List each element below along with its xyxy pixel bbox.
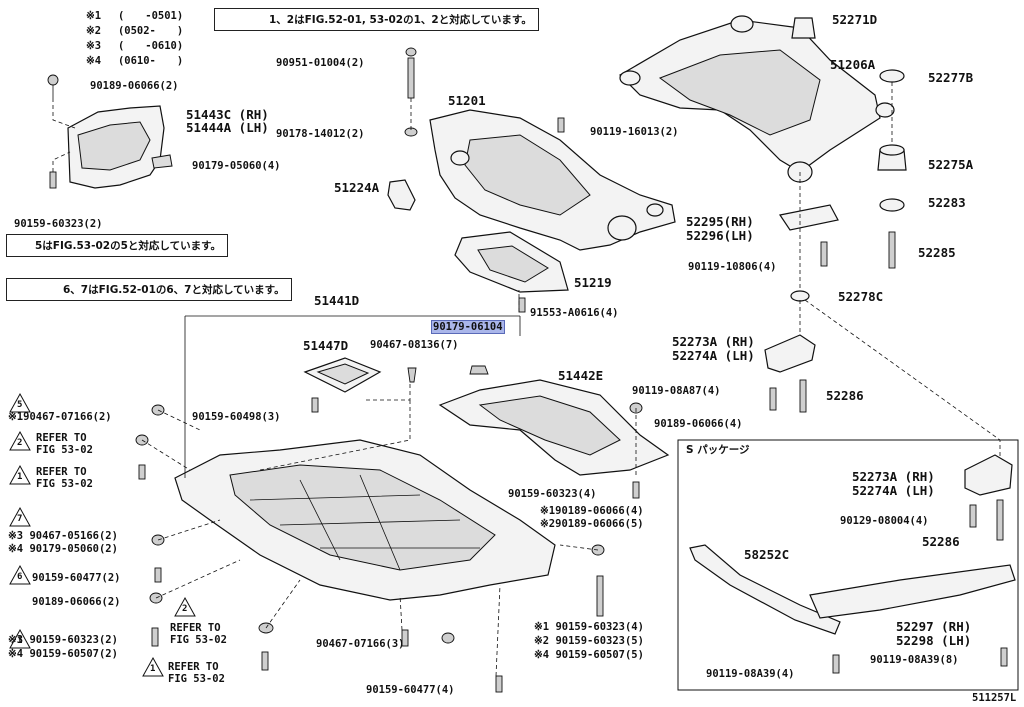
label-90159-60323-s2[interactable]: ※2 90159-60323(5) (534, 635, 644, 647)
drawing-number: 511257L (972, 692, 1017, 704)
marker-6b-text: 6 (17, 572, 23, 582)
label-refer-2b: FIG 53-02 (36, 478, 93, 490)
marker-1b-text: 1 (17, 472, 23, 482)
label-90119-08a39-right[interactable]: 90119-08A39(8) (870, 654, 959, 666)
label-90467-05166[interactable]: ※3 90467-05166(2) (8, 530, 118, 542)
note-box-6-7: 6、7はFIG.52-01の6、7と対応しています。 (6, 278, 292, 301)
marker-5b-text: 5 (17, 400, 23, 410)
label-90189-06066-top[interactable]: 90189-06066(2) (90, 80, 179, 92)
label-52278c[interactable]: 52278C (838, 289, 884, 304)
label-90189-06066-m1[interactable]: ※190189-06066(4) (540, 505, 644, 517)
subframe-51206a (619, 15, 895, 183)
undercover-51441d (174, 439, 556, 601)
marker-2c-text: 2 (182, 604, 188, 614)
label-90119-08a39-left[interactable]: 90119-08A39(4) (706, 668, 795, 680)
mount-52273a (764, 334, 816, 373)
marker-1d-text: 1 (150, 664, 156, 674)
note-box-5: 5はFIG.53-02の5と対応しています。 (6, 234, 229, 257)
label-91553-a0616[interactable]: 91553-A0616(4) (530, 307, 619, 319)
bushing-stack (790, 17, 907, 302)
label-90159-60323-s1[interactable]: ※1 90159-60323(4) (534, 621, 644, 633)
label-51441d[interactable]: 51441D (314, 293, 360, 308)
label-refer-4a: REFER TO (168, 661, 219, 673)
label-90119-08a87[interactable]: 90119-08A87(4) (632, 385, 721, 397)
label-90179-05060[interactable]: 90179-05060(4) (192, 160, 281, 172)
label-90951-01004[interactable]: 90951-01004(2) (276, 57, 365, 69)
bar-58252c (689, 544, 841, 635)
label-90129-08004[interactable]: 90129-08004(4) (840, 515, 929, 527)
label-51224a[interactable]: 51224A (334, 180, 380, 195)
label-refer-1a: REFER TO (36, 432, 87, 444)
label-90189-06066-m2[interactable]: ※290189-06066(5) (540, 518, 644, 530)
label-s-52286[interactable]: 52286 (922, 534, 960, 549)
label-90189-06066-right[interactable]: 90189-06066(4) (654, 418, 743, 430)
label-52274a[interactable]: 52274A (LH) (672, 348, 755, 363)
note-box-1-2: 1、2はFIG.52-01, 53-02の1、2と対応しています。 (214, 8, 539, 31)
label-51219[interactable]: 51219 (574, 275, 612, 290)
label-90467-08136[interactable]: 90467-08136(7) (370, 339, 459, 351)
s-package-box (677, 439, 1019, 691)
marker-7b-text: 7 (17, 514, 23, 524)
label-51206a[interactable]: 51206A (830, 57, 876, 72)
package-title: S パッケージ (686, 444, 750, 456)
label-refer-3b: FIG 53-02 (170, 634, 227, 646)
label-90178-14012[interactable]: 90178-14012(2) (276, 128, 365, 140)
label-90119-10806[interactable]: 90119-10806(4) (688, 261, 777, 273)
label-refer-2a: REFER TO (36, 466, 87, 478)
note-1: ※1 ( -0501) (86, 10, 184, 22)
shield-51443c (47, 74, 173, 189)
label-52286[interactable]: 52286 (826, 388, 864, 403)
label-51201[interactable]: 51201 (448, 93, 486, 108)
label-52297[interactable]: 52297 (RH) (896, 619, 972, 634)
label-90159-60507-s4[interactable]: ※4 90159-60507(2) (8, 648, 118, 660)
label-52295[interactable]: 52295(RH) (686, 214, 754, 229)
label-90467-07166-bottom[interactable]: 90467-07166(3) (316, 638, 405, 650)
label-51442e[interactable]: 51442E (558, 368, 604, 383)
label-90159-60477-left[interactable]: 90159-60477(2) (32, 572, 121, 584)
marker-1c-text: 1 (17, 636, 23, 646)
label-s-52273a[interactable]: 52273A (RH) (852, 469, 935, 484)
label-90467-07166-left[interactable]: ※190467-07166(2) (8, 411, 112, 423)
label-52273a[interactable]: 52273A (RH) (672, 334, 755, 349)
label-52285[interactable]: 52285 (918, 245, 956, 260)
label-58252c[interactable]: 58252C (744, 547, 790, 562)
label-90159-60498[interactable]: 90159-60498(3) (192, 411, 281, 423)
label-52275a[interactable]: 52275A (928, 157, 974, 172)
label-52283[interactable]: 52283 (928, 195, 966, 210)
label-90119-16013[interactable]: 90119-16013(2) (590, 126, 679, 138)
label-90159-60323-left[interactable]: 90159-60323(2) (14, 218, 103, 230)
label-refer-1b: FIG 53-02 (36, 444, 93, 456)
label-s-52274a[interactable]: 52274A (LH) (852, 483, 935, 498)
label-90179-06104[interactable]: 90179-06104 (431, 320, 505, 334)
note-2: ※2 (0502- ) (86, 25, 184, 37)
label-52298[interactable]: 52298 (LH) (896, 633, 972, 648)
label-90159-60477-bottom[interactable]: 90159-60477(4) (366, 684, 455, 696)
brace-52295 (779, 204, 839, 231)
bracket-51224a (387, 179, 416, 211)
label-52296[interactable]: 52296(LH) (686, 228, 754, 243)
note-4: ※4 (0610- ) (86, 55, 184, 67)
subframe-51201 (429, 109, 676, 251)
label-90159-60323-mid[interactable]: 90159-60323(4) (508, 488, 597, 500)
brace-52297 (809, 564, 1016, 619)
label-52277b[interactable]: 52277B (928, 70, 974, 85)
label-90159-60323-s3[interactable]: ※3 90159-60323(2) (8, 634, 118, 646)
label-refer-3a: REFER TO (170, 622, 221, 634)
label-51447d[interactable]: 51447D (303, 338, 349, 353)
label-refer-4b: FIG 53-02 (168, 673, 225, 685)
marker-2b-text: 2 (17, 438, 23, 448)
label-90179-05060-b[interactable]: ※4 90179-05060(2) (8, 543, 118, 555)
label-51443c[interactable]: 51443C (RH) (186, 107, 269, 122)
label-52271d[interactable]: 52271D (832, 12, 878, 27)
label-90159-60507-s4b[interactable]: ※4 90159-60507(5) (534, 649, 644, 661)
label-51444a[interactable]: 51444A (LH) (186, 120, 269, 135)
label-90189-06066-left[interactable]: 90189-06066(2) (32, 596, 121, 608)
note-3: ※3 ( -0610) (86, 40, 184, 52)
